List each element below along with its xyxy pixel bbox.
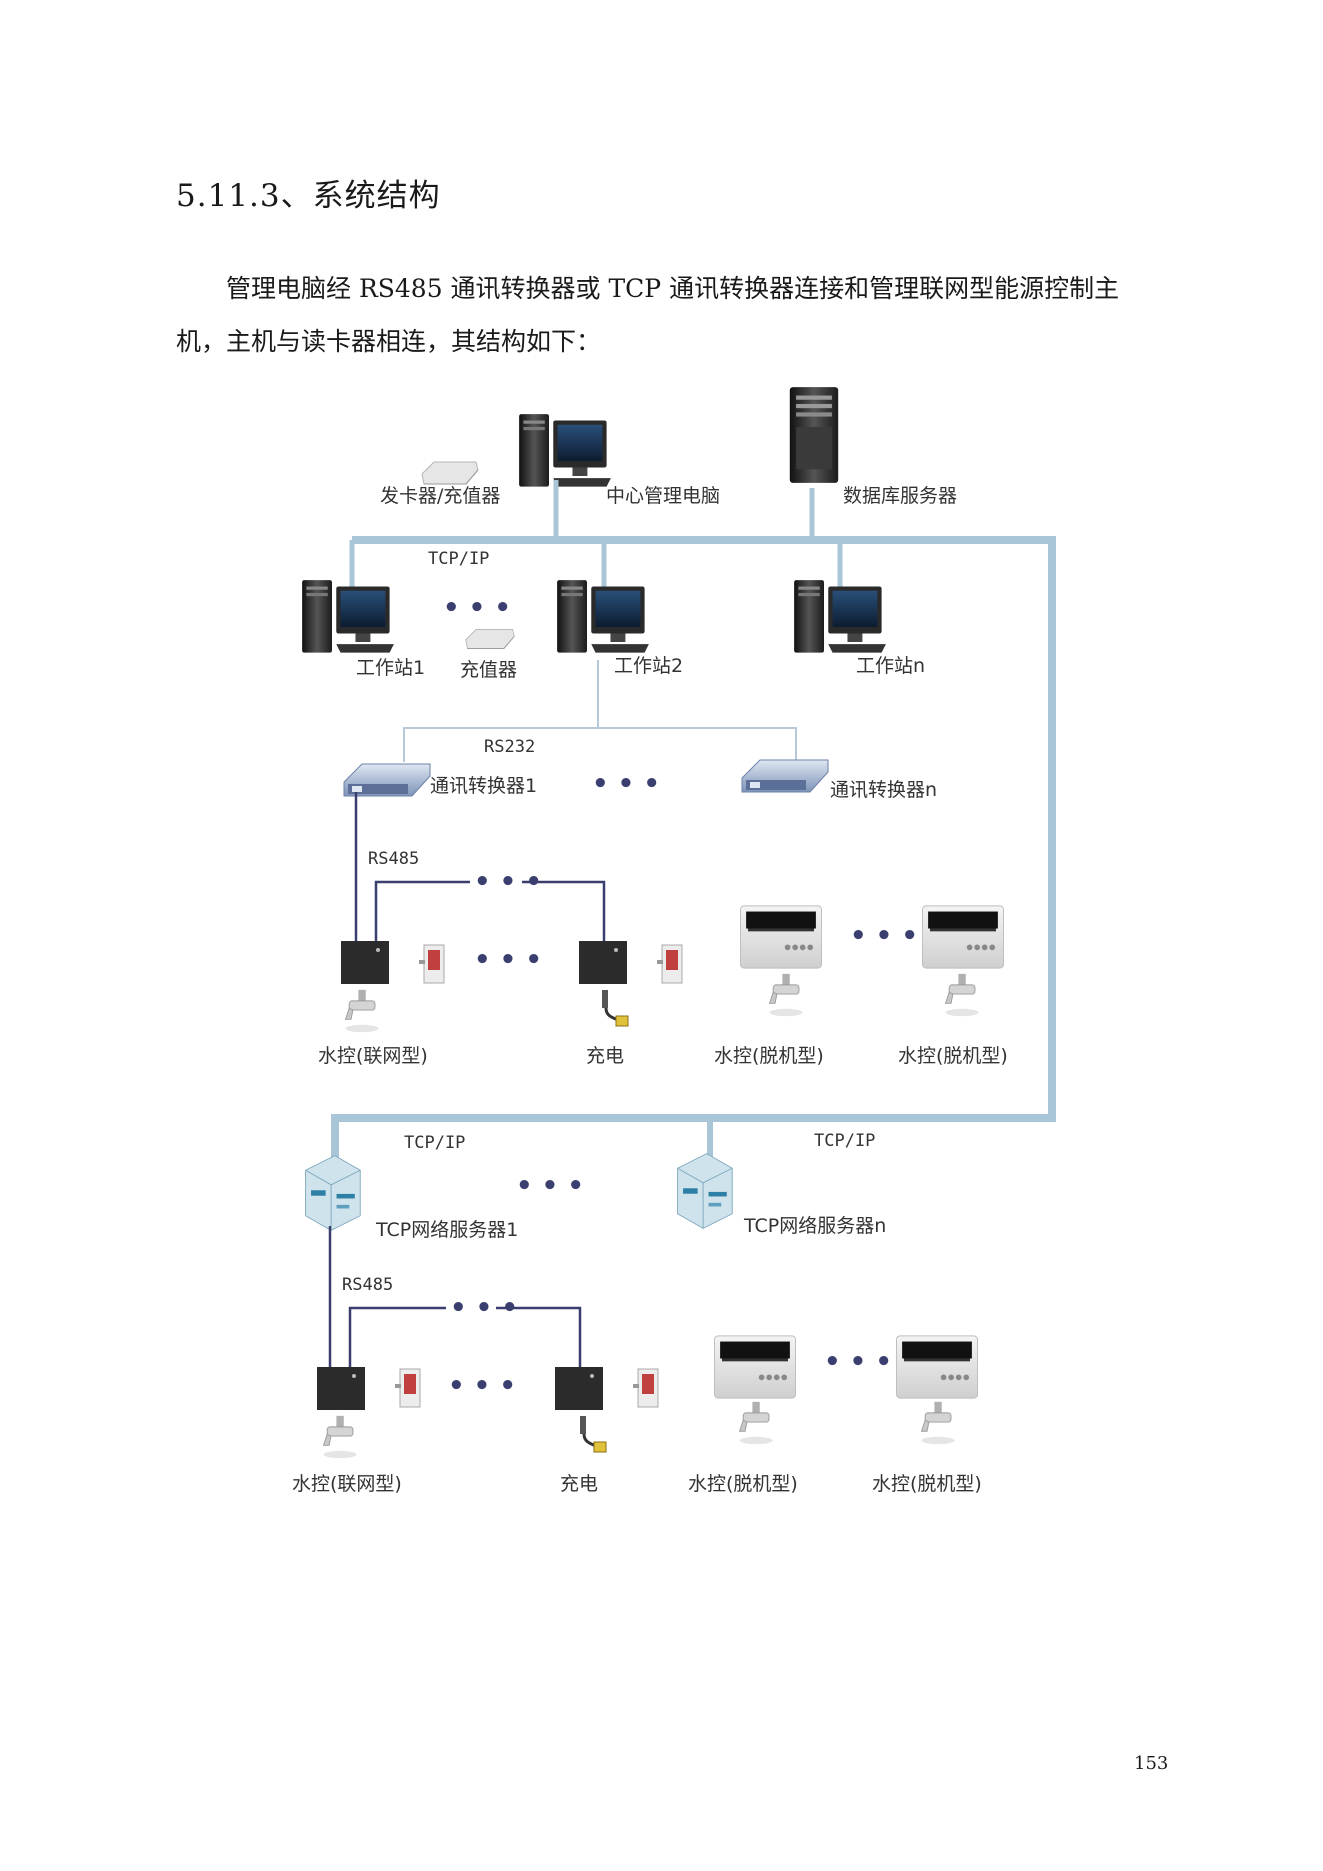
paragraph-line-2: 机，主机与读卡器相连，其结构如下： (176, 327, 602, 356)
section-heading: 5.11.3、系统结构 (176, 178, 441, 214)
label-tcpip-top: TCP/IP (428, 549, 489, 569)
ellipsis-controllers-b: • • • (448, 1371, 516, 1401)
label-offline-tap-b1: 水控(脱机型) (688, 1473, 798, 1495)
label-workstation2: 工作站2 (614, 655, 683, 677)
recharger-device (465, 629, 515, 649)
label-db-server: 数据库服务器 (843, 485, 957, 507)
label-net-tap-b: 水控(联网型) (292, 1473, 402, 1495)
label-net-tap-a: 水控(联网型) (318, 1045, 428, 1067)
net-controller-a-icon (341, 941, 389, 984)
plug-b-icon (578, 1414, 608, 1454)
ellipsis-converters: • • • (592, 769, 660, 799)
convertern-icon (741, 759, 829, 793)
rs232-links (403, 660, 797, 762)
label-rs232: RS232 (484, 737, 535, 757)
label-tcpip-right: TCP/IP (814, 1131, 875, 1151)
page-number: 153 (1134, 1753, 1169, 1774)
paragraph-line-1: 管理电脑经 RS485 通讯转换器或 TCP 通讯转换器连接和管理联网型能源控制… (226, 274, 1120, 303)
label-center-pc: 中心管理电脑 (606, 485, 720, 507)
rs485-links-a (354, 792, 606, 952)
tcp-server1-icon (305, 1155, 361, 1231)
label-workstation1: 工作站1 (356, 657, 425, 679)
card-issuer-device (421, 461, 479, 485)
label-offline-tap-a2: 水控(脱机型) (898, 1045, 1008, 1067)
converter1-icon (343, 763, 431, 797)
ellipsis-tcp-servers: • • • (516, 1171, 584, 1201)
offline-unit-b2-icon (895, 1335, 979, 1399)
label-charge-b: 充电 (560, 1473, 598, 1495)
offline-unit-a1-icon (739, 905, 823, 969)
intro-paragraph: 管理电脑经 RS485 通讯转换器或 TCP 通讯转换器连接和管理联网型能源控制… (176, 262, 1176, 368)
workstation2-icon (557, 580, 649, 653)
label-charge-a: 充电 (586, 1045, 624, 1067)
plug-a-icon (600, 988, 630, 1028)
workstation1-icon (302, 580, 394, 653)
label-tcpip-left: TCP/IP (404, 1133, 465, 1153)
offline-unit-b1-icon (713, 1335, 797, 1399)
label-offline-tap-b2: 水控(脱机型) (872, 1473, 982, 1495)
ellipsis-offline-a: • • • (850, 921, 918, 951)
label-rs485-b: RS485 (342, 1275, 393, 1295)
tap-offline-a1-icon (769, 973, 804, 1017)
tap-a-icon (345, 989, 380, 1033)
card-reader-b1-icon (394, 1368, 421, 1408)
tap-offline-a2-icon (945, 973, 980, 1017)
offline-unit-a2-icon (921, 905, 1005, 969)
ellipsis-controllers-a: • • • (474, 945, 542, 975)
tap-offline-b2-icon (921, 1401, 956, 1445)
ellipsis-offline-b: • • • (824, 1347, 892, 1377)
workstationn-icon (794, 580, 886, 653)
tap-b-icon (323, 1415, 358, 1459)
label-offline-tap-a1: 水控(脱机型) (714, 1045, 824, 1067)
label-rs485-a: RS485 (368, 849, 419, 869)
label-convertern: 通讯转换器n (830, 779, 937, 801)
tap-offline-b1-icon (739, 1401, 774, 1445)
ellipsis-rs485-a: • • • (474, 867, 542, 897)
tcp-servern-icon (677, 1153, 733, 1229)
card-reader-a2-icon (656, 944, 683, 984)
label-workstationn: 工作站n (856, 655, 925, 677)
card-reader-a1-icon (418, 944, 445, 984)
center-pc-icon (519, 414, 611, 487)
charge-controller-b-icon (555, 1367, 603, 1410)
ellipsis-workstations: • • • (443, 593, 511, 623)
label-recharger: 充值器 (460, 659, 517, 681)
tcpip-bus (331, 480, 1056, 1170)
label-converter1: 通讯转换器1 (430, 775, 537, 797)
label-tcp-servern: TCP网络服务器n (743, 1215, 886, 1237)
charge-controller-a-icon (579, 941, 627, 984)
db-server-icon (789, 387, 839, 483)
label-card-issuer: 发卡器/充值器 (380, 485, 500, 507)
label-tcp-server1: TCP网络服务器1 (375, 1219, 518, 1241)
rs485-links-b (328, 1226, 582, 1378)
net-controller-b-icon (317, 1367, 365, 1410)
ellipsis-rs485-b: • • • (450, 1293, 518, 1323)
card-reader-b2-icon (632, 1368, 659, 1408)
